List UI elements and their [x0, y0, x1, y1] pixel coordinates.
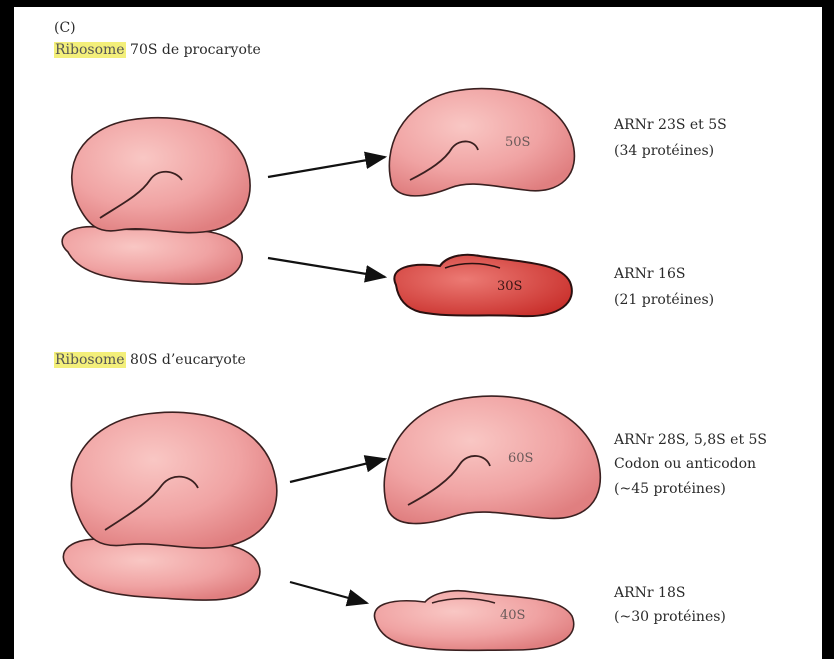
subunit-30s: [394, 255, 572, 316]
rna-50s: ARNr 23S et 5S: [614, 117, 727, 133]
rna-40s: ARNr 18S: [614, 585, 685, 601]
prokaryote-heading: Ribosome 70S de procaryote: [54, 42, 261, 58]
arrow-to-30s: [268, 258, 385, 277]
panel-letter: (C): [54, 20, 76, 36]
label-50s: 50S: [505, 135, 530, 150]
arrow-to-60s: [290, 459, 385, 482]
label-40s: 40S: [500, 608, 525, 623]
prokaryote-heading-highlight: Ribosome: [54, 42, 126, 58]
proteins-50s: (34 protéines): [614, 143, 714, 159]
label-30s: 30S: [497, 279, 522, 294]
subunit-40s: [374, 591, 573, 651]
ribosome-80s: [63, 412, 276, 600]
arrow-to-40s: [290, 582, 367, 603]
proteins-40s: (~30 protéines): [614, 609, 726, 625]
ribosome-70s: [62, 118, 250, 284]
proteins-60s: (~45 protéines): [614, 481, 726, 497]
label-60s: 60S: [508, 451, 533, 466]
eukaryote-heading: Ribosome 80S d’eucaryote: [54, 352, 246, 368]
rna-30s: ARNr 16S: [614, 266, 685, 282]
codon-60s: Codon ou anticodon: [614, 456, 756, 472]
prokaryote-heading-rest: 70S de procaryote: [126, 42, 261, 58]
rna-60s: ARNr 28S, 5,8S et 5S: [614, 432, 767, 448]
subunit-60s: [384, 396, 600, 524]
proteins-30s: (21 protéines): [614, 292, 714, 308]
subunit-50s: [389, 89, 574, 196]
eukaryote-heading-rest: 80S d’eucaryote: [126, 352, 246, 368]
arrow-to-50s: [268, 157, 385, 177]
eukaryote-heading-highlight: Ribosome: [54, 352, 126, 368]
